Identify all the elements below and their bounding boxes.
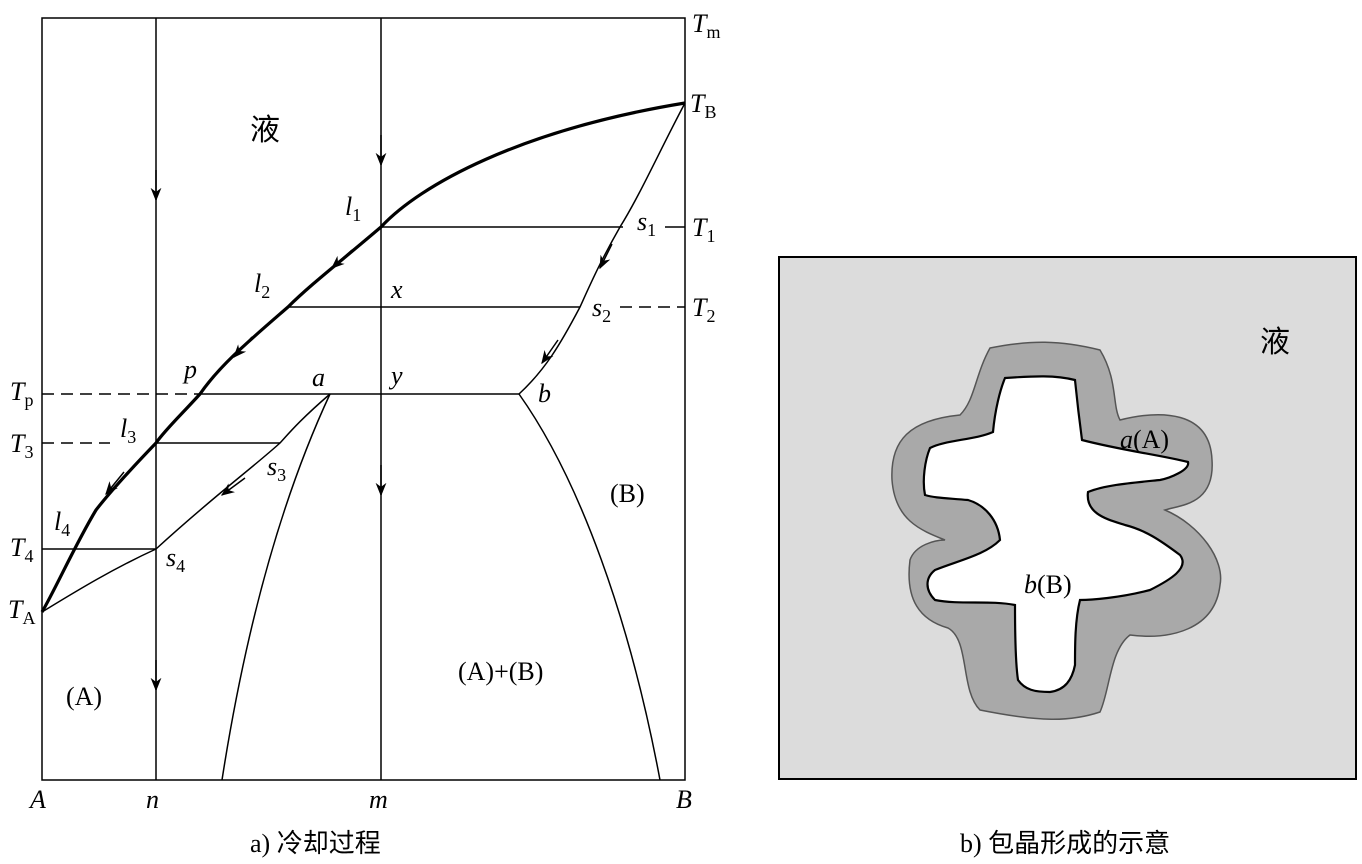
caption-a: a) 冷却过程: [250, 829, 381, 858]
temp-TA: TA: [8, 595, 35, 628]
point-s2: s2: [592, 293, 611, 326]
liquid-label: 液: [1260, 326, 1290, 359]
temp-Tm: Tm: [692, 9, 720, 42]
point-l3: l3: [120, 414, 136, 447]
temp-TB: TB: [690, 89, 716, 122]
point-s1: s1: [637, 207, 656, 240]
point-y: y: [388, 361, 403, 390]
beta-core: [922, 375, 1190, 694]
temp-T3: T3: [10, 429, 33, 462]
temp-T1: T1: [692, 213, 715, 246]
arrow-solidus-B-2: [541, 339, 559, 365]
point-x: x: [390, 275, 403, 304]
arrow-solidus-A-1: [220, 477, 246, 496]
region-A: (A): [66, 682, 102, 711]
axis-label-B: B: [676, 785, 692, 814]
diagram-frame: [41, 17, 686, 781]
region-liquid: 液: [250, 114, 280, 147]
point-l1: l1: [345, 192, 361, 225]
point-a: a: [312, 363, 325, 392]
solidus-A-curve: [41, 393, 331, 613]
liquidus-curve: [40, 101, 686, 613]
axis-label-n: n: [146, 785, 159, 814]
temp-T2: T2: [692, 293, 715, 326]
solvus-B-curve: [518, 393, 661, 781]
shell-label: a(A): [1120, 425, 1169, 454]
peritectic-schematic: 液 a(A) b(B) b) 包晶形成的示意: [778, 256, 1357, 858]
arrow-liquidus-3: [105, 471, 125, 496]
phase-diagram: 液 (A) (A)+(B) (B) A n m B Tm TB T1 T2 Tp…: [8, 9, 720, 858]
solvus-A-curve: [221, 393, 331, 781]
caption-b: b) 包晶形成的示意: [960, 829, 1170, 858]
axis-label-m: m: [369, 785, 388, 814]
core-label: b(B): [1024, 570, 1072, 599]
point-l2: l2: [254, 269, 270, 302]
temp-T4: T4: [10, 533, 33, 566]
point-l4: l4: [54, 507, 70, 540]
point-s3: s3: [267, 452, 286, 485]
arrow-solidus-B-1: [599, 243, 613, 270]
region-B: (B): [610, 479, 645, 508]
point-p: p: [182, 355, 197, 384]
arrow-liquidus-2: [233, 336, 253, 359]
point-s4: s4: [166, 543, 185, 576]
point-b: b: [538, 379, 551, 408]
arrow-liquidus-1: [330, 249, 353, 269]
temp-Tp: Tp: [10, 377, 33, 410]
solidus-B-curve: [518, 102, 686, 395]
region-A-plus-B: (A)+(B): [458, 657, 543, 686]
axis-label-A: A: [28, 785, 46, 814]
